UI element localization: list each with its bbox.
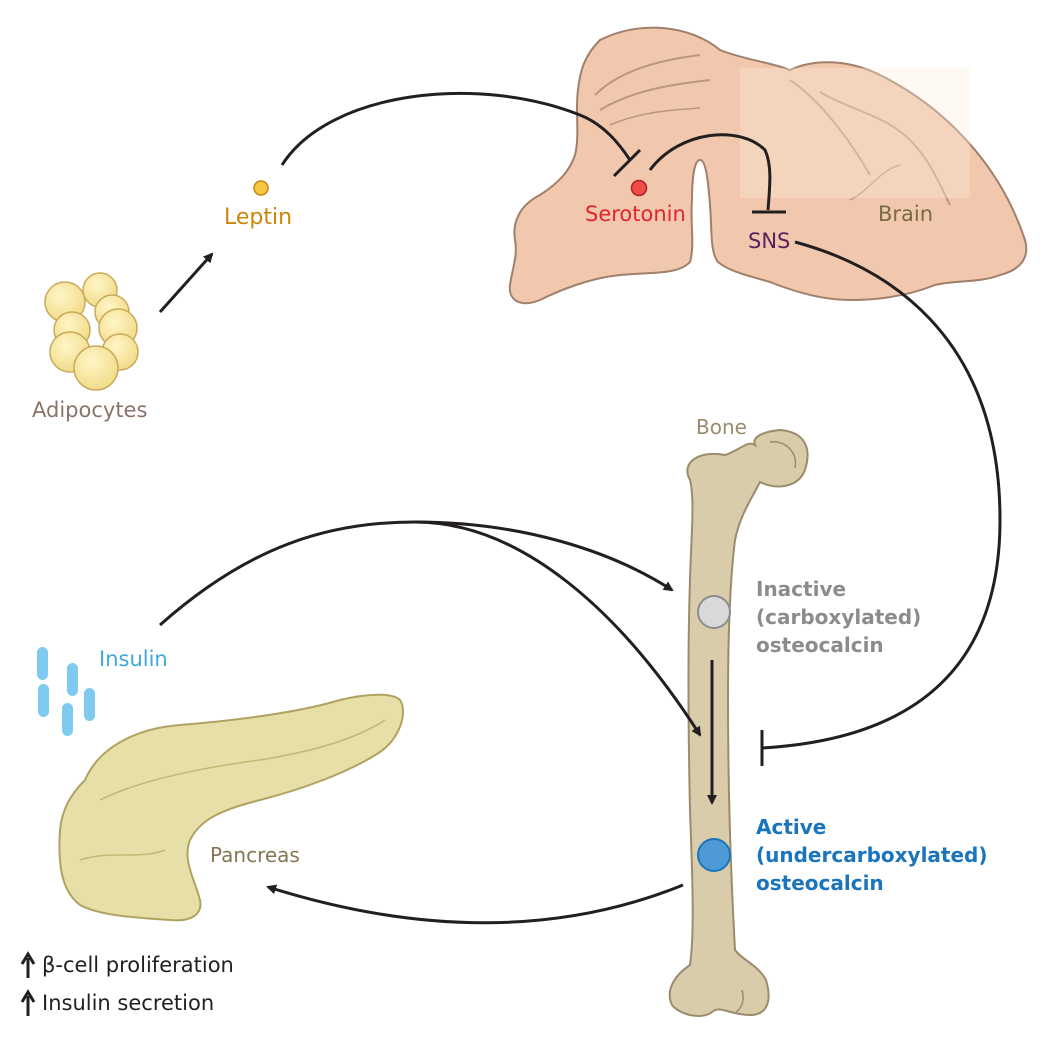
up-arrow-icon — [20, 951, 36, 978]
osteocalcin-to-pancreas-arrow — [266, 883, 684, 925]
inactive-osteocalcin-label-line1: Inactive — [756, 577, 846, 601]
active-osteocalcin-label-line3: osteocalcin — [756, 871, 884, 895]
pancreas-label: Pancreas — [210, 843, 300, 867]
serotonin-inhibits-sns-line — [648, 133, 772, 211]
bone-illustration — [668, 428, 809, 1017]
insulin-to-active-osteocalcin-arrow — [414, 520, 702, 737]
inactive-osteocalcin-dot — [697, 595, 731, 629]
effect-item-proliferation: β-cell proliferation — [20, 951, 234, 978]
leptin-dot — [253, 180, 269, 196]
insulin-granules — [37, 647, 95, 736]
leptin-inhibits-serotonin-line — [280, 91, 632, 166]
adipocytes-label: Adipocytes — [32, 398, 147, 422]
up-arrow-icon — [20, 989, 36, 1016]
bone-label: Bone — [696, 415, 747, 439]
effect-label: Insulin secretion — [42, 991, 214, 1015]
active-osteocalcin-dot — [697, 838, 731, 872]
pathway-arrows — [158, 91, 1002, 925]
effect-item-secretion: Insulin secretion — [20, 989, 214, 1016]
active-osteocalcin-label-line2: (undercarboxylated) — [756, 843, 988, 867]
active-osteocalcin-label-line1: Active — [756, 815, 826, 839]
insulin-to-inactive-osteocalcin-arrow — [159, 520, 674, 627]
effect-label: β-cell proliferation — [42, 953, 234, 977]
pancreas-illustration — [58, 693, 405, 922]
sns-inhibits-bone-line — [761, 240, 1002, 750]
leptin-label: Leptin — [224, 205, 292, 230]
adipocytes-to-leptin-arrow — [158, 252, 214, 314]
adipocytes-illustration — [44, 272, 139, 391]
serotonin-label: Serotonin — [585, 202, 686, 226]
sns-label: SNS — [748, 229, 790, 253]
insulin-label: Insulin — [99, 647, 168, 671]
inactive-osteocalcin-label-line2: (carboxylated) — [756, 605, 921, 629]
serotonin-dot — [630, 179, 648, 197]
brain-label: Brain — [878, 202, 933, 226]
inactive-osteocalcin-label-line3: osteocalcin — [756, 633, 884, 657]
